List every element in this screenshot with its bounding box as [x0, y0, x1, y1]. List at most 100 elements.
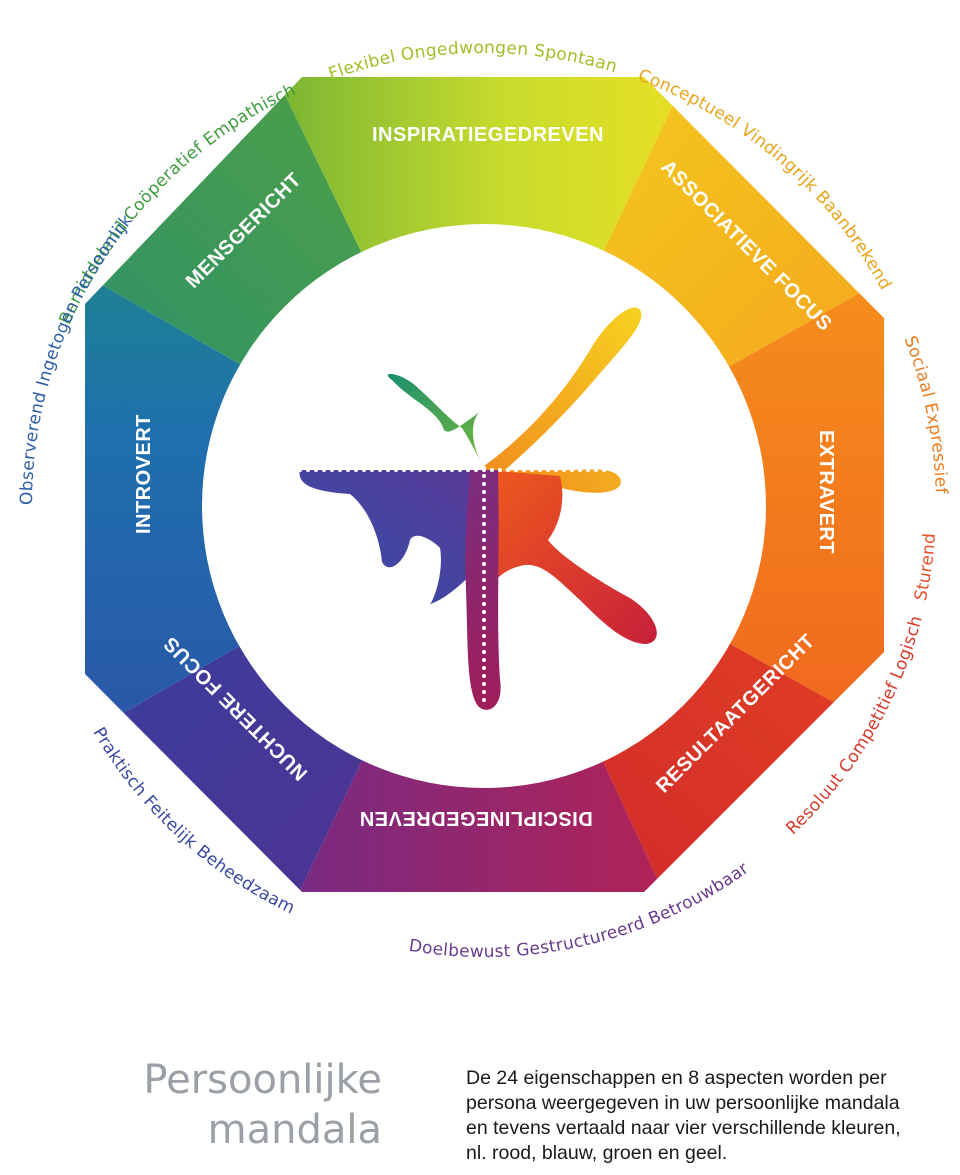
- axis-dot: [482, 442, 486, 446]
- axis-dot: [482, 498, 486, 502]
- axis-dot: [482, 618, 486, 622]
- axis-dot: [482, 570, 486, 574]
- aspect-top: INSPIRATIEGEDREVEN: [372, 124, 604, 146]
- axis-dot: [330, 468, 334, 472]
- aspect-right: EXTRAVERT: [815, 430, 837, 554]
- title-line-2: mandala: [207, 1107, 382, 1153]
- axis-dot: [442, 468, 446, 472]
- axis-dot: [546, 468, 550, 472]
- axis-dot: [370, 468, 374, 472]
- axis-dot: [602, 468, 606, 472]
- axis-dot: [530, 468, 534, 472]
- axis-dot: [482, 602, 486, 606]
- axis-dot: [482, 626, 486, 630]
- svg-text:Sturend: Sturend: [911, 532, 940, 602]
- axis-dot: [482, 522, 486, 526]
- axis-dot: [586, 468, 590, 472]
- axis-dot: [482, 674, 486, 678]
- axis-dot: [474, 468, 478, 472]
- axis-dot: [482, 474, 486, 478]
- axis-dot: [378, 468, 382, 472]
- caption-line-3: en tevens vertaald naar vier verschillen…: [466, 1117, 901, 1139]
- axis-dot: [522, 468, 526, 472]
- axis-dot: [610, 468, 614, 472]
- axis-dot: [506, 468, 510, 472]
- axis-dot: [482, 594, 486, 598]
- splash-green-lobe: [387, 373, 484, 466]
- axis-dot: [482, 554, 486, 558]
- axis-dot: [482, 538, 486, 542]
- axis-dot: [482, 682, 486, 686]
- axis-dot: [482, 666, 486, 670]
- axis-dot: [458, 468, 462, 472]
- axis-dot: [434, 468, 438, 472]
- axis-dot: [314, 468, 318, 472]
- axis-dot: [450, 468, 454, 472]
- trait-group-orange: Sociaal Expressief: [900, 333, 951, 495]
- caption-line-4: nl. rood, blauw, groen en geel.: [466, 1142, 728, 1164]
- center-splash: /* dots generated below */: [298, 307, 657, 710]
- axis-dot: [482, 434, 486, 438]
- axis-dot: [426, 468, 430, 472]
- axis-dot: [354, 468, 358, 472]
- axis-dot: [298, 468, 302, 472]
- axis-dot: [594, 468, 598, 472]
- axis-dot: [482, 530, 486, 534]
- axis-dot: [482, 450, 486, 454]
- axis-dot: [482, 642, 486, 646]
- trait-group-orange-tail: Sturend: [911, 532, 940, 602]
- axis-dot: [554, 468, 558, 472]
- axis-dot: [482, 690, 486, 694]
- axis-dot: [482, 658, 486, 662]
- axis-dot: [482, 490, 486, 494]
- axis-dot: [306, 468, 310, 472]
- axis-dot: [386, 468, 390, 472]
- axis-dot: [402, 468, 406, 472]
- axis-dot: [570, 468, 574, 472]
- axis-dot: [482, 506, 486, 510]
- axis-dot: [482, 578, 486, 582]
- title-line-1: Persoonlijke: [143, 1057, 382, 1103]
- caption-line-1: De 24 eigenschappen en 8 aspecten worden…: [466, 1067, 887, 1089]
- axis-dot: [482, 586, 486, 590]
- aspect-left: INTROVERT: [133, 414, 155, 534]
- splash-purple-stem: [465, 470, 501, 710]
- axis-dot: [482, 650, 486, 654]
- mandala-title: Persoonlijke mandala: [143, 1055, 382, 1155]
- axis-dot: [346, 468, 350, 472]
- axis-dot: [322, 468, 326, 472]
- axis-dot: [578, 468, 582, 472]
- axis-dot: [514, 468, 518, 472]
- axis-dot: [538, 468, 542, 472]
- caption: De 24 eigenschappen en 8 aspecten worden…: [466, 1066, 956, 1166]
- caption-line-2: persona weergegeven in uw persoonlijke m…: [466, 1092, 900, 1114]
- axis-dot: [362, 468, 366, 472]
- splash-blue-lobe: [299, 470, 484, 604]
- axis-dot: [482, 546, 486, 550]
- mandala-diagram: /* dots generated below */ INSPIRATIEGED…: [17, 38, 951, 962]
- axis-dot: [482, 514, 486, 518]
- splash-red-lobe: [484, 470, 657, 644]
- splash-dotted-axes: /* dots generated below */: [298, 410, 614, 702]
- axis-dot: [482, 418, 486, 422]
- aspect-bottom: DISCIPLINEGEDREVEN: [359, 807, 592, 829]
- axis-dot: [394, 468, 398, 472]
- axis-dot: [482, 634, 486, 638]
- axis-dot: [482, 410, 486, 414]
- splash-yellow-lobe: [484, 307, 642, 493]
- axis-dot: [410, 468, 414, 472]
- axis-dot: [482, 458, 486, 462]
- axis-dot: [482, 610, 486, 614]
- axis-dot: [482, 466, 486, 470]
- axis-dot: [482, 698, 486, 702]
- axis-dot: [562, 468, 566, 472]
- axis-dot: [482, 482, 486, 486]
- axis-dot: [466, 468, 470, 472]
- axis-dot: [490, 468, 494, 472]
- axis-dot: [418, 468, 422, 472]
- axis-dot: [498, 468, 502, 472]
- svg-text:Sociaal Expressief: Sociaal Expressief: [900, 333, 951, 495]
- axis-dot: [482, 562, 486, 566]
- axis-dot: [482, 426, 486, 430]
- axis-dot: [338, 468, 342, 472]
